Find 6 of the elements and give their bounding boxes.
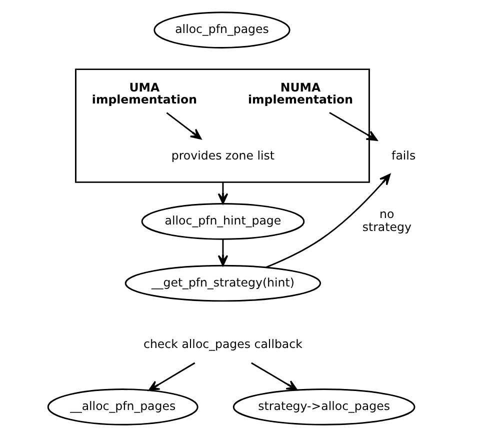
node-text: UMA implementation <box>92 80 197 106</box>
edge-label: no strategy <box>362 207 412 234</box>
node-text: check alloc_pages callback <box>144 337 302 352</box>
node-text: fails <box>392 148 416 163</box>
node-text: provides zone list <box>171 148 275 163</box>
node-text: NUMA implementation <box>248 80 354 106</box>
